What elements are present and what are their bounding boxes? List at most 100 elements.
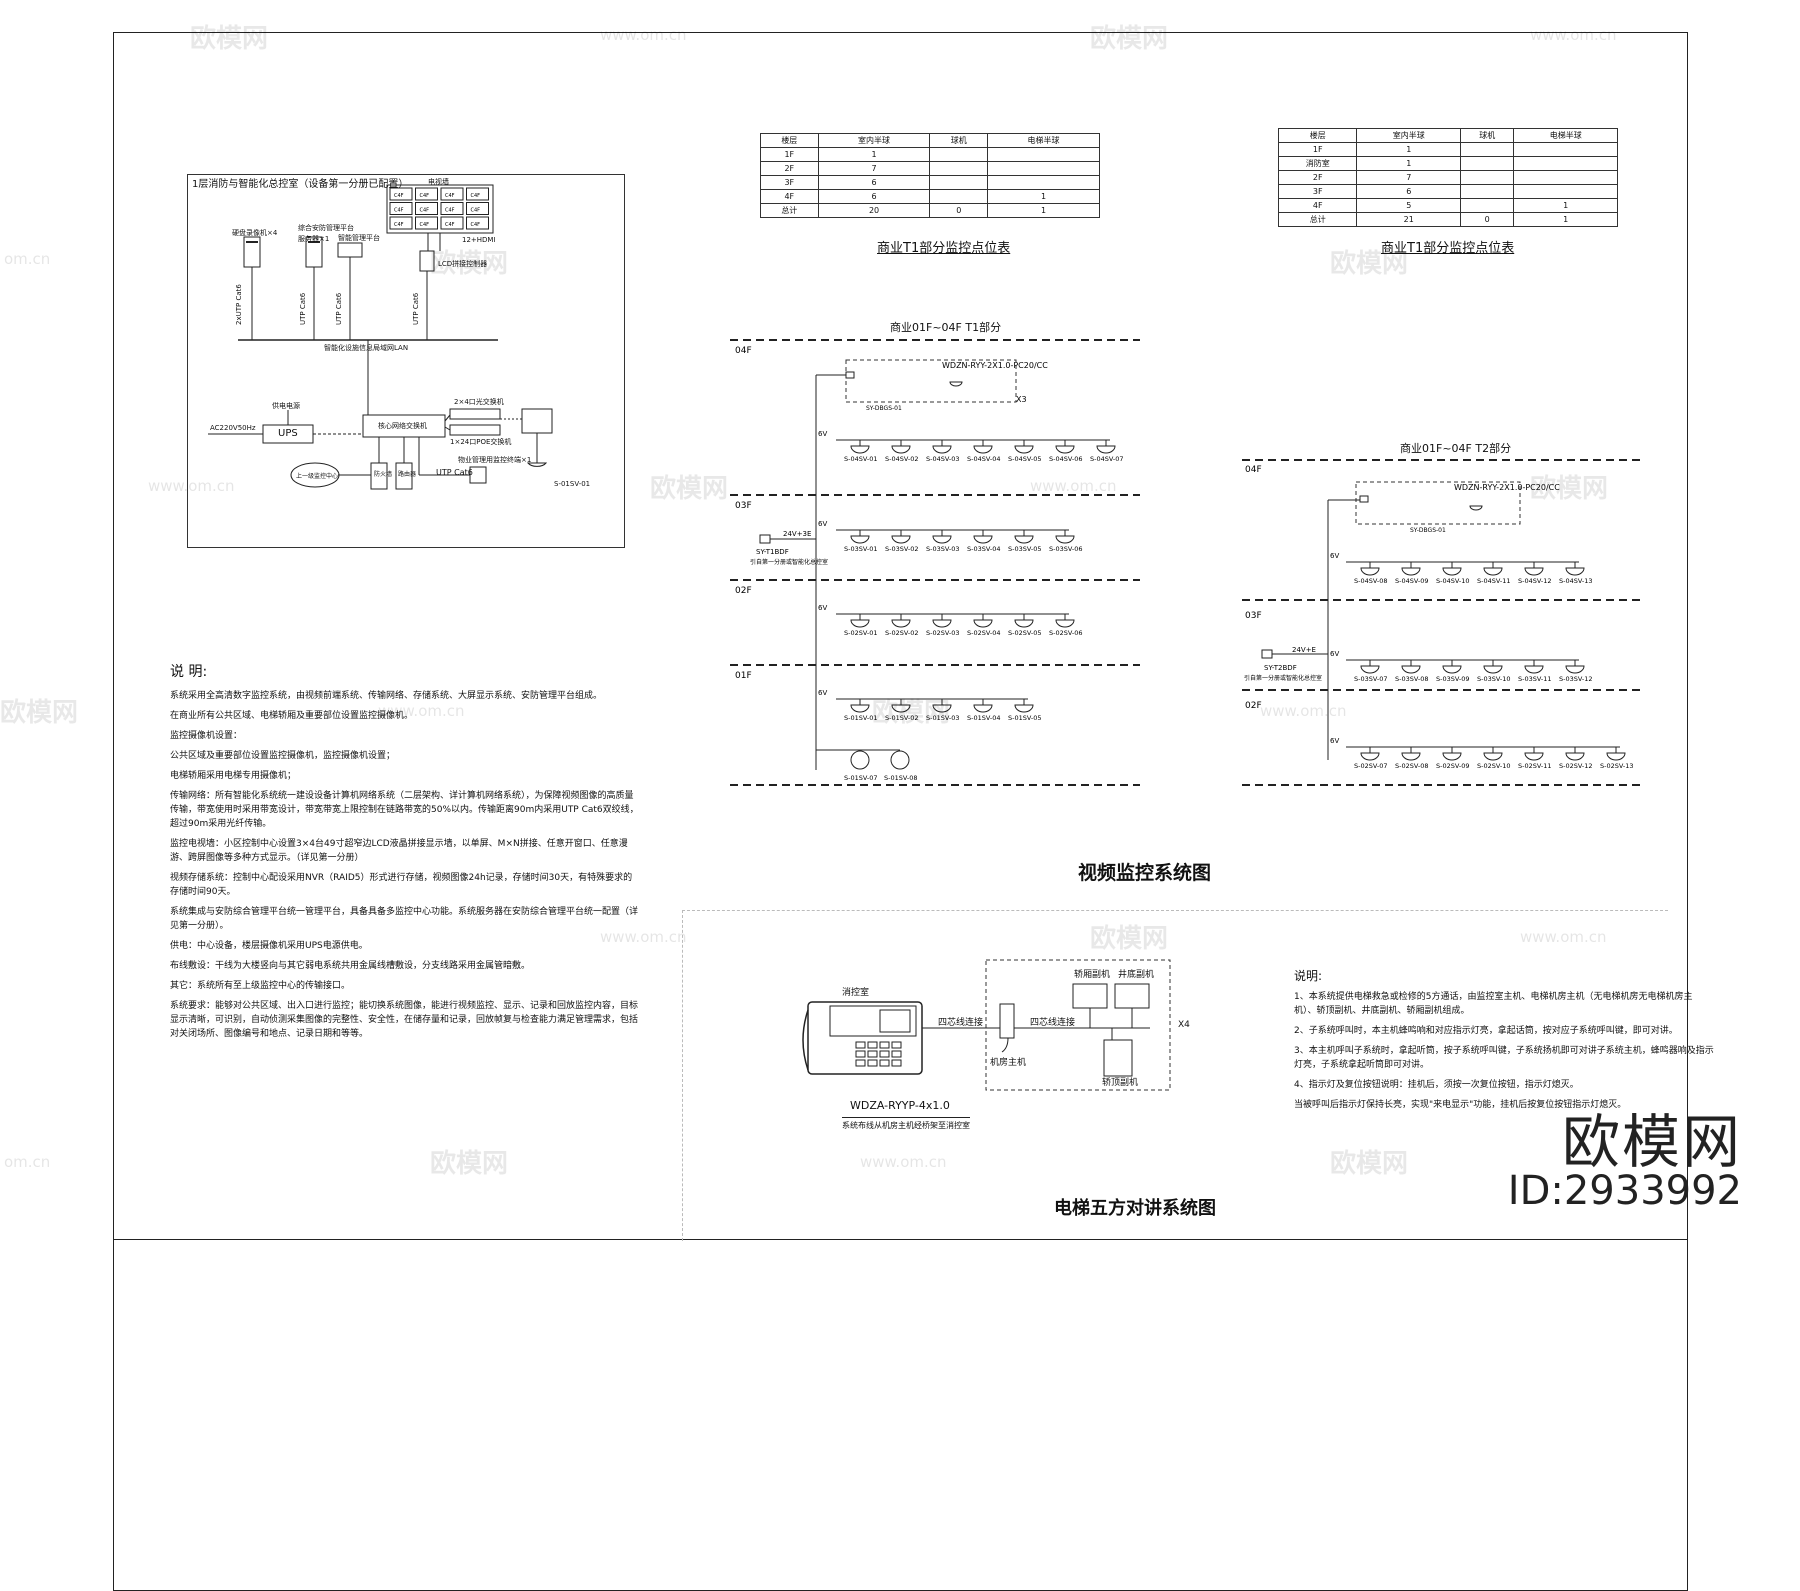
table-cell: 0 bbox=[929, 203, 989, 218]
table-header-cell: 室内半球 bbox=[817, 133, 931, 148]
watermark-logo: 欧模网 bbox=[1090, 24, 1169, 54]
x4-label: X4 bbox=[1178, 1020, 1190, 1030]
table-cell: 7 bbox=[1356, 170, 1462, 185]
table-cell bbox=[1513, 184, 1618, 199]
watermark-url: www.om.cn bbox=[1260, 702, 1347, 720]
table-cell: 1 bbox=[817, 147, 931, 162]
elevator-title: 电梯五方对讲系统图 bbox=[1054, 1198, 1216, 1219]
tv-wall-cell bbox=[415, 216, 438, 230]
table-cell: 4F bbox=[1277, 198, 1358, 213]
watermark-logo: 欧模网 bbox=[1330, 1149, 1409, 1179]
watermark-url: om.cn bbox=[4, 250, 51, 268]
table-cell: 7 bbox=[817, 161, 931, 176]
table-cell: 3F bbox=[1277, 184, 1358, 199]
table-header-cell: 球机 bbox=[1460, 128, 1515, 143]
table-cell bbox=[929, 175, 989, 190]
watermark-url: www.om.cn bbox=[860, 1153, 947, 1171]
note-line: 传输网络：所有智能化系统统一建设设备计算机网络系统（二层架构、详计算机网络系统）… bbox=[170, 791, 639, 829]
table-cell bbox=[987, 161, 1100, 176]
tv-wall-cell bbox=[466, 202, 489, 215]
tv-wall-cell-label: C4F bbox=[445, 222, 455, 228]
table-cell bbox=[1513, 156, 1618, 171]
elevator-section-border bbox=[682, 910, 1668, 1241]
cable-label: UTP Cat6 bbox=[335, 292, 343, 325]
tv-wall-cell bbox=[440, 187, 464, 201]
table-cell bbox=[1460, 170, 1515, 185]
note-line: 布线敷设：干线为大楼竖向与其它弱电系统共用金属线槽敷设，分支线路采用金属管暗敷。 bbox=[170, 961, 531, 971]
table-cell: 2F bbox=[1277, 170, 1358, 185]
watermark-url: www.om.cn bbox=[1520, 928, 1607, 946]
table-t1-caption: 商业T1部分监控点位表 bbox=[877, 241, 1011, 256]
table-cell: 6 bbox=[817, 175, 931, 190]
table-cell: 3F bbox=[760, 175, 819, 190]
device-label: 综合安防管理平台服务器×1 bbox=[298, 224, 354, 243]
table-cell bbox=[929, 147, 989, 162]
table-cell: 1 bbox=[1513, 198, 1618, 213]
table-cell: 1 bbox=[987, 203, 1100, 218]
brand-id: ID:2933992 bbox=[1507, 1168, 1742, 1214]
router-label: 路由器 bbox=[398, 471, 417, 478]
cable-label: WDZA-RYYP-4x1.0 bbox=[850, 1099, 950, 1112]
camera-tag: S-01SV-01 bbox=[554, 480, 591, 488]
core-switch-label: 核心网络交换机 bbox=[378, 422, 427, 430]
watermark-logo: 欧模网 bbox=[1530, 474, 1609, 504]
device-label: LCD拼接控制器 bbox=[438, 260, 488, 268]
watermark-logo: 欧模网 bbox=[430, 249, 509, 279]
device-label: 硬盘录像机×4 bbox=[232, 229, 278, 237]
wire-label: 四芯线连接 bbox=[1030, 1018, 1076, 1028]
watermark-url: www.om.cn bbox=[1530, 26, 1617, 44]
tv-wall-cell-label: C4F bbox=[420, 193, 430, 199]
table-cell bbox=[929, 161, 989, 176]
video-system-title: 视频监控系统图 bbox=[1078, 862, 1212, 884]
ups-label: UPS bbox=[278, 428, 298, 439]
note-line: 其它：系统所有至上级监控中心的传输接口。 bbox=[170, 981, 351, 991]
table-header-cell: 电梯半球 bbox=[987, 133, 1100, 148]
table-cell bbox=[1460, 156, 1515, 171]
host-label: 消控室 bbox=[842, 988, 870, 998]
table-cell bbox=[1513, 142, 1618, 157]
wire-label: 四芯线连接 bbox=[938, 1018, 984, 1028]
tv-wall-cell bbox=[466, 216, 489, 230]
drawing-border bbox=[113, 32, 1688, 1240]
watermark-url: www.om.cn bbox=[148, 477, 235, 495]
poe-switch-label: 1×24口POE交换机 bbox=[450, 438, 512, 446]
table-t2-caption: 商业T1部分监控点位表 bbox=[1381, 241, 1515, 256]
watermark-logo: 欧模网 bbox=[430, 1149, 509, 1179]
tv-wall-cell-label: C4F bbox=[394, 208, 404, 214]
table-cell: 1 bbox=[987, 189, 1100, 204]
utp-label: UTP Cat6 bbox=[436, 468, 473, 477]
table-cell: 1 bbox=[1356, 156, 1462, 171]
table-cell: 消防室 bbox=[1277, 156, 1358, 171]
tv-wall-cell-label: C4F bbox=[394, 222, 404, 228]
tv-wall-cell bbox=[415, 187, 438, 201]
table-cell: 0 bbox=[1460, 212, 1515, 227]
note-line: 1、本系统提供电梯救急或检修的5方通话，由监控室主机、电梯机房主机（无电梯机房无… bbox=[1294, 992, 1693, 1016]
table-cell bbox=[1460, 142, 1515, 157]
cable-note: 系统布线从机房主机经桥架至消控室 bbox=[842, 1117, 970, 1131]
tv-wall-cell-label: C4F bbox=[420, 222, 430, 228]
note-line: 3、本主机呼叫子系统时，拿起听筒，按子系统呼叫键，子系统扬机即可对讲子系统主机，… bbox=[1294, 1046, 1714, 1070]
cloud-label: 上一级监控中心 bbox=[296, 473, 339, 480]
cable-label: UTP Cat6 bbox=[299, 292, 307, 325]
elevator-notes: 说明: 1、本系统提供电梯救急或检修的5方通话，由监控室主机、电梯机房主机（无电… bbox=[1294, 968, 1714, 1118]
notes-heading: 说 明: bbox=[170, 664, 208, 680]
table-cell: 2F bbox=[760, 161, 819, 176]
note-line: 系统要求：能够对公共区域、出入口进行监控；能切换系统图像，能进行视频监控、显示、… bbox=[170, 1001, 639, 1039]
control-room-title: 1层消防与智能化总控室（设备第一分册已配置） bbox=[192, 179, 409, 190]
table-header-cell: 楼层 bbox=[1277, 128, 1358, 143]
table-cell: 6 bbox=[1356, 184, 1462, 199]
watermark-url: www.om.cn bbox=[600, 26, 687, 44]
tv-wall-label: 电视墙 bbox=[428, 178, 449, 186]
note-line: 视频存储系统：控制中心配设采用NVR（RAID5）形式进行存储，视频图像24h记… bbox=[170, 873, 633, 897]
table-header-row: 楼层室内半球球机电梯半球 bbox=[760, 133, 1100, 148]
ups-input-label: AC220V50Hz bbox=[210, 424, 256, 432]
tv-wall-cell bbox=[440, 202, 464, 215]
table-cell: 5 bbox=[1356, 198, 1462, 213]
note-line: 系统集成与安防综合管理平台统一管理平台，具备具备多监控中心功能。系统服务器在安防… bbox=[170, 907, 639, 931]
note-line: 电梯轿厢采用电梯专用摄像机； bbox=[170, 771, 297, 781]
table-header-cell: 电梯半球 bbox=[1513, 128, 1618, 143]
